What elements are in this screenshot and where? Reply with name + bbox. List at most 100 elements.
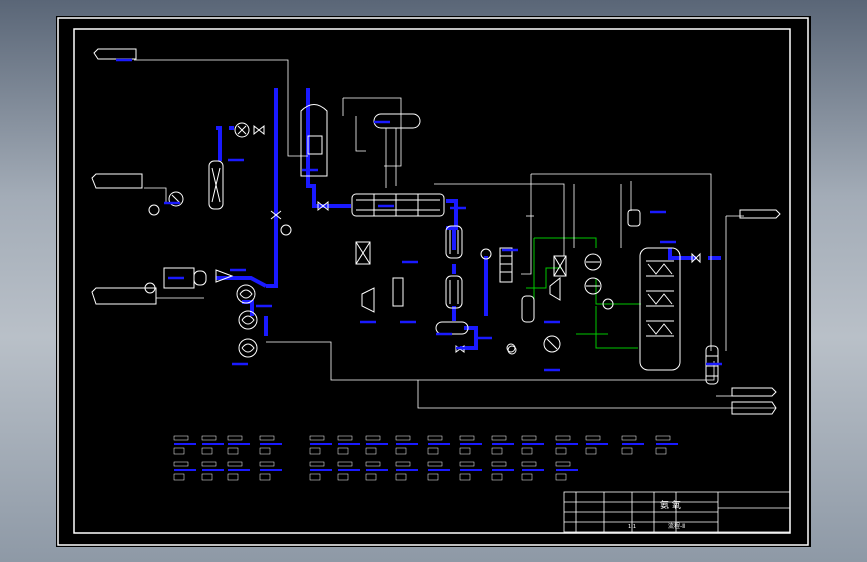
green-line-1 [534, 237, 597, 248]
riser-line-3 [434, 183, 565, 256]
stack-small [392, 277, 404, 307]
legend-entry [365, 461, 388, 481]
legend-entry [201, 461, 224, 481]
inlet-left-line [144, 187, 167, 204]
instrument-bubble-4 [480, 248, 492, 260]
legend-entry [173, 435, 196, 455]
pipe-to-separator [216, 126, 222, 161]
legend-entry [555, 461, 578, 481]
outlet-arrow-right-top [739, 209, 781, 219]
main-process-pipes [216, 88, 721, 350]
legend-entry [309, 461, 332, 481]
column-reflux-drum [627, 209, 641, 227]
instrument-bubble-6 [507, 345, 517, 355]
riser-line-1 [521, 174, 532, 275]
inner-frame [73, 28, 791, 534]
bottom-outlet-line [417, 380, 776, 409]
pipe-exchanger-down [446, 199, 458, 230]
title-block-scale: 1:1 [628, 524, 636, 530]
vertical-main-pipe [266, 88, 278, 288]
exchanger-stack-2 [238, 310, 258, 330]
drum-bottom [435, 321, 469, 335]
main-heat-exchanger [351, 193, 445, 217]
legend-entry [337, 461, 360, 481]
compressor-2 [549, 276, 561, 301]
legend-entry [585, 435, 608, 455]
equipment-tags [116, 58, 722, 372]
vent-line-3 [355, 116, 366, 152]
exchanger-stack-3 [238, 338, 258, 358]
valve-main-pipe [270, 210, 282, 220]
legend-entry [427, 461, 450, 481]
instrument-bubble-5 [602, 298, 614, 310]
air-compressor [215, 269, 234, 283]
bottom-return-line [266, 341, 715, 381]
exchanger-stack-1 [236, 284, 256, 304]
exchanger-tubes [356, 194, 440, 216]
legend-entry [227, 435, 250, 455]
compressor-small [361, 287, 375, 313]
legend-entry [655, 435, 678, 455]
separator-vessel-left [208, 160, 224, 210]
legend-entry [227, 461, 250, 481]
exchanger-round-1 [584, 253, 602, 271]
legend-entry [337, 435, 360, 455]
equipment-legend [173, 435, 678, 481]
feed-arrow-left [91, 173, 143, 189]
separator-packing [211, 167, 221, 203]
vessel-mid [521, 295, 535, 323]
title-block-name: 氨 氧 [660, 499, 681, 511]
legend-entry [201, 435, 224, 455]
process-flow-diagram: 氨 氧 流程-Ⅱ 1:1 [57, 17, 809, 546]
pump-left [168, 191, 184, 207]
filter-vessel [355, 241, 371, 265]
legend-entry [521, 435, 544, 455]
air-inlet-arrow [91, 287, 157, 305]
legend-entry [309, 435, 332, 455]
valve-bottom [455, 345, 465, 353]
legend-entry [259, 435, 282, 455]
legend-entry [459, 461, 482, 481]
legend-entry [427, 435, 450, 455]
legend-entry [395, 435, 418, 455]
distillation-column [639, 247, 681, 371]
instrument-bubble-3 [280, 224, 292, 236]
outer-frame [57, 17, 809, 546]
title-block-code: 流程-Ⅱ [668, 522, 685, 530]
legend-entry [621, 435, 644, 455]
instrument-lines [134, 59, 776, 409]
pump-middle [543, 335, 561, 353]
legend-entry [395, 461, 418, 481]
pump-bottom-left [506, 343, 516, 353]
instrument-bubble-1 [148, 204, 160, 216]
exchanger-round-2 [584, 277, 602, 295]
green-line-4 [595, 278, 641, 305]
valve-top [253, 124, 265, 136]
legend-entry [365, 435, 388, 455]
vessel-top-internal [307, 135, 323, 155]
feed-arrow-top-left [93, 48, 137, 60]
legend-entry [173, 461, 196, 481]
cooler-top [445, 225, 463, 259]
title-block [563, 491, 791, 533]
instrument-bubble-2 [144, 282, 156, 294]
pipe-vessel-out [460, 326, 478, 350]
valve-exchanger-inlet [317, 200, 329, 212]
filter-2 [553, 255, 567, 277]
cooler-bottom [445, 275, 463, 309]
valve-right [691, 252, 701, 264]
pipe-exchanger-link [242, 300, 254, 316]
legend-entry [259, 461, 282, 481]
legend-entry [491, 461, 514, 481]
riser-line-2 [531, 173, 712, 351]
cad-viewport[interactable]: 氨 氧 流程-Ⅱ 1:1 [56, 16, 811, 547]
outlet-arrow-right-mid [731, 387, 777, 397]
instrument-bubbles [144, 204, 614, 355]
vent-line [343, 97, 402, 167]
outlet-arrow-right-bottom [731, 401, 777, 415]
pipe-column-top [668, 248, 696, 260]
pipe-exchanger-to-cooler [446, 226, 456, 250]
utility-pipes [526, 237, 641, 349]
pipe-vessel-to-exchanger [306, 88, 351, 208]
legend-entry [459, 435, 482, 455]
